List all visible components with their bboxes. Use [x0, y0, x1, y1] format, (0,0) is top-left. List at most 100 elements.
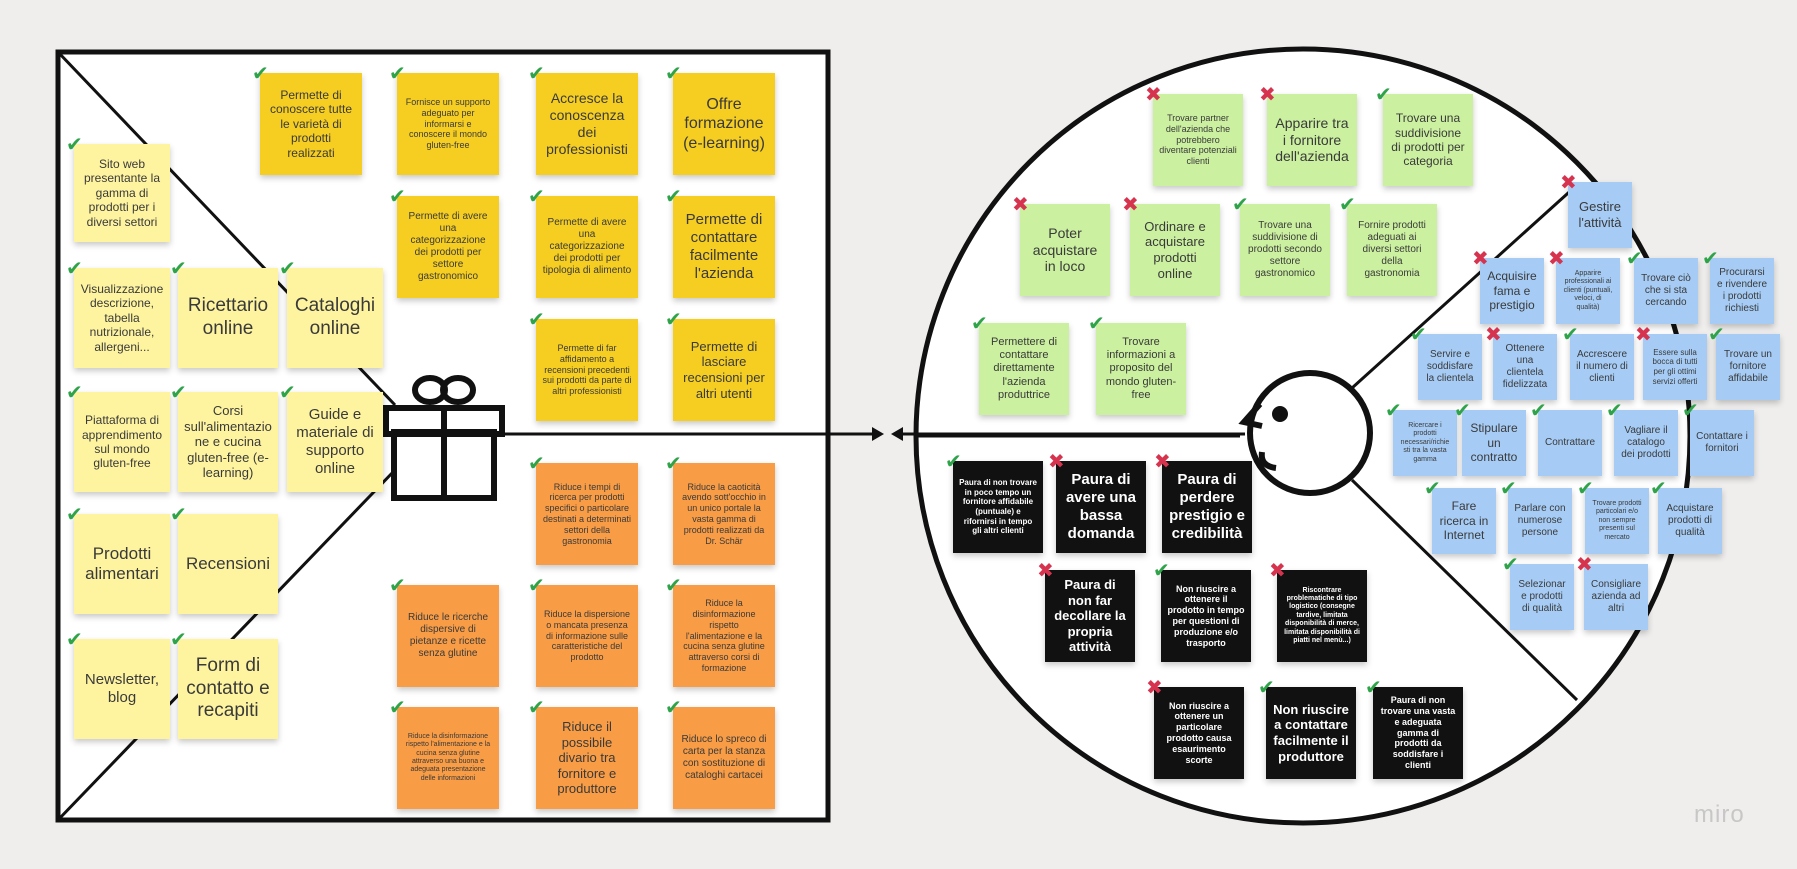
- gift-icon: [383, 375, 505, 501]
- sticky-note-cp-bassa-domanda[interactable]: Paura di avere una bassa domanda: [1056, 461, 1146, 553]
- sticky-note-cj-contattare-fornitori[interactable]: Contattare i fornitori: [1690, 410, 1754, 476]
- sticky-note-cg-partner[interactable]: Trovare partner dell'azienda che potrebb…: [1153, 94, 1243, 186]
- checkmark-icon: ✔: [528, 307, 545, 331]
- sticky-note-cp-non-trovare-fornitore[interactable]: Paura di non trovare in poco tempo un fo…: [953, 461, 1043, 553]
- sticky-note-cj-fornitore-affidabile[interactable]: Trovare un fornitore affidabile: [1716, 334, 1780, 400]
- sticky-note-cj-consigliare[interactable]: Consigliare azienda ad altri: [1584, 564, 1648, 630]
- checkmark-icon: ✔: [170, 627, 187, 651]
- checkmark-icon: ✔: [528, 573, 545, 597]
- customer-face-icon: [1238, 370, 1373, 496]
- sticky-note-text: Consigliare azienda ad altri: [1590, 579, 1642, 614]
- sticky-note-cj-parlare[interactable]: Parlare con numerose persone: [1508, 488, 1572, 554]
- sticky-note-cp-vasta-gamma[interactable]: Paura di non trovare una vasta e adeguat…: [1373, 687, 1463, 779]
- sticky-note-cj-acquistare-qualita[interactable]: Acquistare prodotti di qualità: [1658, 488, 1722, 554]
- sticky-note-cataloghi[interactable]: Cataloghi online: [287, 268, 383, 368]
- sticky-note-recensioni[interactable]: Recensioni: [178, 514, 278, 614]
- sticky-note-text: Procurarsi e rivendere i prodotti richie…: [1716, 267, 1768, 314]
- sticky-note-cg-contattare-produttrice[interactable]: Permettere di contattare direttamente l'…: [979, 323, 1069, 415]
- sticky-note-pain-disinformazione[interactable]: Riduce la disinformazione rispetto l'ali…: [673, 585, 775, 687]
- sticky-note-cp-decollare[interactable]: Paura di non far decollare la propria at…: [1045, 570, 1135, 662]
- sticky-note-pain-divario[interactable]: Riduce il possibile divario tra fornitor…: [536, 707, 638, 809]
- sticky-note-pain-spreco[interactable]: Riduce lo spreco di carta per la stanza …: [673, 707, 775, 809]
- sticky-note-cg-apparire[interactable]: Apparire tra i fornitore dell'azienda: [1267, 94, 1357, 186]
- sticky-note-text: Visualizzazione descrizione, tabella nut…: [80, 282, 164, 354]
- sticky-note-cj-fare-ricerca[interactable]: Fare ricerca in Internet: [1432, 488, 1496, 554]
- sticky-note-cj-accrescere[interactable]: Accrescere il numero di clienti: [1570, 334, 1634, 400]
- sticky-note-cj-selezionare[interactable]: Selezionare prodotti di qualità: [1510, 564, 1574, 630]
- sticky-note-text: Acquisire fama e prestigio: [1487, 269, 1537, 313]
- sticky-note-cp-logistico[interactable]: Riscontrare problematiche di tipo logist…: [1277, 570, 1367, 662]
- sticky-note-cg-suddivisione-settore[interactable]: Trovare una suddivisione di prodotti sec…: [1240, 204, 1330, 296]
- sticky-note-cj-apparire-professionali[interactable]: Apparire professionali ai clienti (puntu…: [1556, 258, 1620, 324]
- sticky-note-gain-categ-settore[interactable]: Permette di avere una categorizzazione d…: [397, 196, 499, 298]
- sticky-note-cj-trovare-cercando[interactable]: Trovare ciò che si sta cercando: [1634, 258, 1698, 324]
- sticky-note-cj-ricercare[interactable]: Ricercare i prodotti necessari/richiesti…: [1393, 410, 1457, 476]
- sticky-note-cp-contattare-produttore[interactable]: Non riuscire a contattare facilmente il …: [1266, 687, 1356, 779]
- sticky-note-cg-informazioni[interactable]: Trovare informazioni a proposito del mon…: [1096, 323, 1186, 415]
- sticky-note-cj-fama[interactable]: Acquisire fama e prestigio: [1480, 258, 1544, 324]
- sticky-note-cg-ordinare[interactable]: Ordinare e acquistare prodotti online: [1130, 204, 1220, 296]
- cross-icon: ✖: [1145, 82, 1162, 106]
- sticky-note-text: Acquistare prodotti di qualità: [1666, 503, 1714, 538]
- sticky-note-ricettario[interactable]: Ricettario online: [178, 268, 278, 368]
- customer-profile-divider-bottom: [1350, 478, 1579, 702]
- sticky-note-gain-contattare[interactable]: Permette di contattare facilmente l'azie…: [673, 196, 775, 298]
- sticky-note-prodotti-alimentari[interactable]: Prodotti alimentari: [74, 514, 170, 614]
- sticky-note-sito-web[interactable]: Sito web presentante la gamma di prodott…: [74, 144, 170, 242]
- sticky-note-pain-dispersione[interactable]: Riduce la dispersione o mancata presenza…: [536, 585, 638, 687]
- sticky-note-text: Contattare i fornitori: [1696, 431, 1748, 454]
- sticky-note-cj-vagliare[interactable]: Vagliare il catalogo dei prodotti: [1614, 410, 1678, 476]
- checkmark-icon: ✔: [665, 451, 682, 475]
- checkmark-icon: ✔: [66, 380, 83, 404]
- sticky-note-piattaforma[interactable]: Piattaforma di apprendimento sul mondo g…: [74, 392, 170, 492]
- sticky-note-text: Guide e materiale di supporto online: [296, 406, 374, 477]
- sticky-note-gain-affidamento[interactable]: Permette di far affidamento a recensioni…: [536, 319, 638, 421]
- sticky-note-gain-varieta[interactable]: Permette di conoscere tutte le varietà d…: [260, 73, 362, 175]
- sticky-note-gain-lasciare[interactable]: Permette di lasciare recensioni per altr…: [673, 319, 775, 421]
- sticky-note-gain-supporto[interactable]: Fornisce un supporto adeguato per inform…: [397, 73, 499, 175]
- sticky-note-text: Cataloghi online: [294, 295, 376, 339]
- sticky-note-visualizzazione[interactable]: Visualizzazione descrizione, tabella nut…: [74, 268, 170, 368]
- sticky-note-text: Paura di non trovare una vasta e adeguat…: [1380, 695, 1456, 770]
- sticky-note-cj-stipulare[interactable]: Stipulare un contratto: [1462, 410, 1526, 476]
- sticky-note-text: Trovare informazioni a proposito del mon…: [1105, 336, 1177, 401]
- sticky-note-text: Vagliare il catalogo dei prodotti: [1621, 425, 1671, 460]
- sticky-note-cg-fornire[interactable]: Fornire prodotti adeguati ai diversi set…: [1347, 204, 1437, 296]
- sticky-note-corsi[interactable]: Corsi sull'alimentazione e cucina gluten…: [178, 392, 278, 492]
- sticky-note-pain-tempi[interactable]: Riduce i tempi di ricerca per prodotti s…: [536, 463, 638, 565]
- sticky-note-pain-ricerche[interactable]: Riduce le ricerche dispersive di pietanz…: [397, 585, 499, 687]
- sticky-note-cp-prestigio[interactable]: Paura di perdere prestigio e credibilità: [1162, 461, 1252, 553]
- sticky-note-text: Riduce la dispersione o mancata presenza…: [543, 609, 631, 663]
- sticky-note-cp-non-riuscire-tempo[interactable]: Non riuscire a ottenere il prodotto in t…: [1161, 570, 1251, 662]
- sticky-note-text: Prodotti alimentari: [85, 543, 159, 583]
- sticky-note-cj-procurarsi[interactable]: Procurarsi e rivendere i prodotti richie…: [1710, 258, 1774, 324]
- sticky-note-text: Non riuscire a ottenere il prodotto in t…: [1167, 583, 1245, 648]
- sticky-note-cg-suddivisione-categoria[interactable]: Trovare una suddivisione di prodotti per…: [1383, 94, 1473, 186]
- sticky-note-cj-servire[interactable]: Servire e soddisfare la clientela: [1418, 334, 1482, 400]
- sticky-note-cj-fidelizzata[interactable]: Ottenere una clientela fidelizzata: [1493, 334, 1557, 400]
- sticky-note-cj-gestire[interactable]: Gestire l'attività: [1568, 182, 1632, 248]
- sticky-note-form-contatto[interactable]: Form di contatto e recapiti: [178, 639, 278, 739]
- checkmark-icon: ✔: [170, 256, 187, 280]
- sticky-note-gain-formazione[interactable]: Offre formazione (e-learning): [673, 73, 775, 175]
- sticky-note-cp-esaurimento[interactable]: Non riuscire a ottenere un particolare p…: [1154, 687, 1244, 779]
- checkmark-icon: ✔: [66, 132, 83, 156]
- sticky-note-cj-contrattare[interactable]: Contrattare: [1538, 410, 1602, 476]
- sticky-note-cg-poter-acquistare[interactable]: Poter acquistare in loco: [1020, 204, 1110, 296]
- checkmark-icon: ✔: [1626, 246, 1643, 270]
- sticky-note-pain-disinformazione-2[interactable]: Riduce la disinformazione rispetto l'ali…: [397, 707, 499, 809]
- sticky-note-pain-caoticita[interactable]: Riduce la caoticità avendo sott'occhio i…: [673, 463, 775, 565]
- sticky-note-text: Riduce i tempi di ricerca per prodotti s…: [542, 481, 632, 546]
- sticky-note-text: Riduce il possibile divario tra fornitor…: [557, 719, 617, 797]
- sticky-note-gain-professionisti[interactable]: Accresce la conoscenza dei professionist…: [536, 73, 638, 175]
- sticky-note-text: Gestire l'attività: [1578, 199, 1622, 230]
- sticky-note-text: Paura di avere una bassa domanda: [1065, 471, 1137, 542]
- sticky-note-cj-bocca[interactable]: Essere sulla bocca di tutti per gli otti…: [1643, 334, 1707, 400]
- sticky-note-newsletter[interactable]: Newsletter, blog: [74, 639, 170, 739]
- arrow-left-icon: [891, 427, 903, 441]
- sticky-note-guide[interactable]: Guide e materiale di supporto online: [287, 392, 383, 492]
- checkmark-icon: ✔: [252, 61, 269, 85]
- sticky-note-gain-categ-tipologia[interactable]: Permette di avere una categorizzazione d…: [536, 196, 638, 298]
- sticky-note-cj-trovare-particolari[interactable]: Trovare prodotti particolari e/o non sem…: [1585, 488, 1649, 554]
